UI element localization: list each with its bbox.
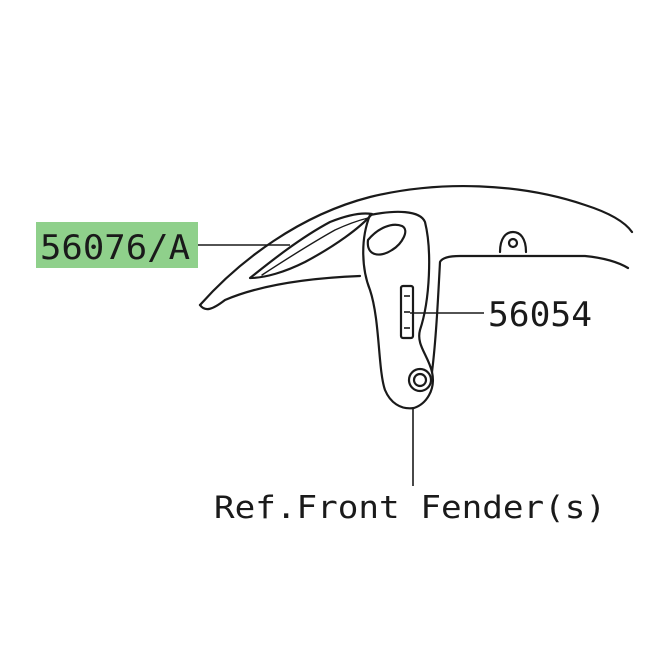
decal-stripe-outer [248, 212, 374, 280]
callout-56076a-highlight [36, 222, 198, 268]
front-fender-drawing [198, 185, 634, 410]
callout-56076a[interactable]: 56076/A [36, 222, 290, 268]
callout-56054[interactable]: 56054 [410, 295, 592, 335]
bolt-boss-inner [412, 372, 428, 388]
callout-reference-label: Ref.Front Fender(s) [214, 490, 606, 526]
fender-lower-edge [198, 274, 362, 311]
callout-56076a-label: 56076/A [40, 228, 190, 268]
fender-stay [362, 210, 434, 410]
callout-reference[interactable]: Ref.Front Fender(s) [214, 408, 606, 526]
vent-cutout [366, 223, 407, 256]
callout-56054-label: 56054 [488, 295, 592, 335]
bolt-boss-outer [407, 367, 433, 393]
mounting-tab [498, 230, 528, 254]
small-decal [399, 284, 415, 340]
decal-stripe [248, 212, 374, 280]
fender-outer-arc [198, 185, 634, 307]
decal-stripe-inner [261, 217, 369, 276]
fender-inner-edge [430, 254, 630, 374]
mounting-tab-hole [507, 237, 519, 249]
small-decal-outline [399, 284, 415, 340]
